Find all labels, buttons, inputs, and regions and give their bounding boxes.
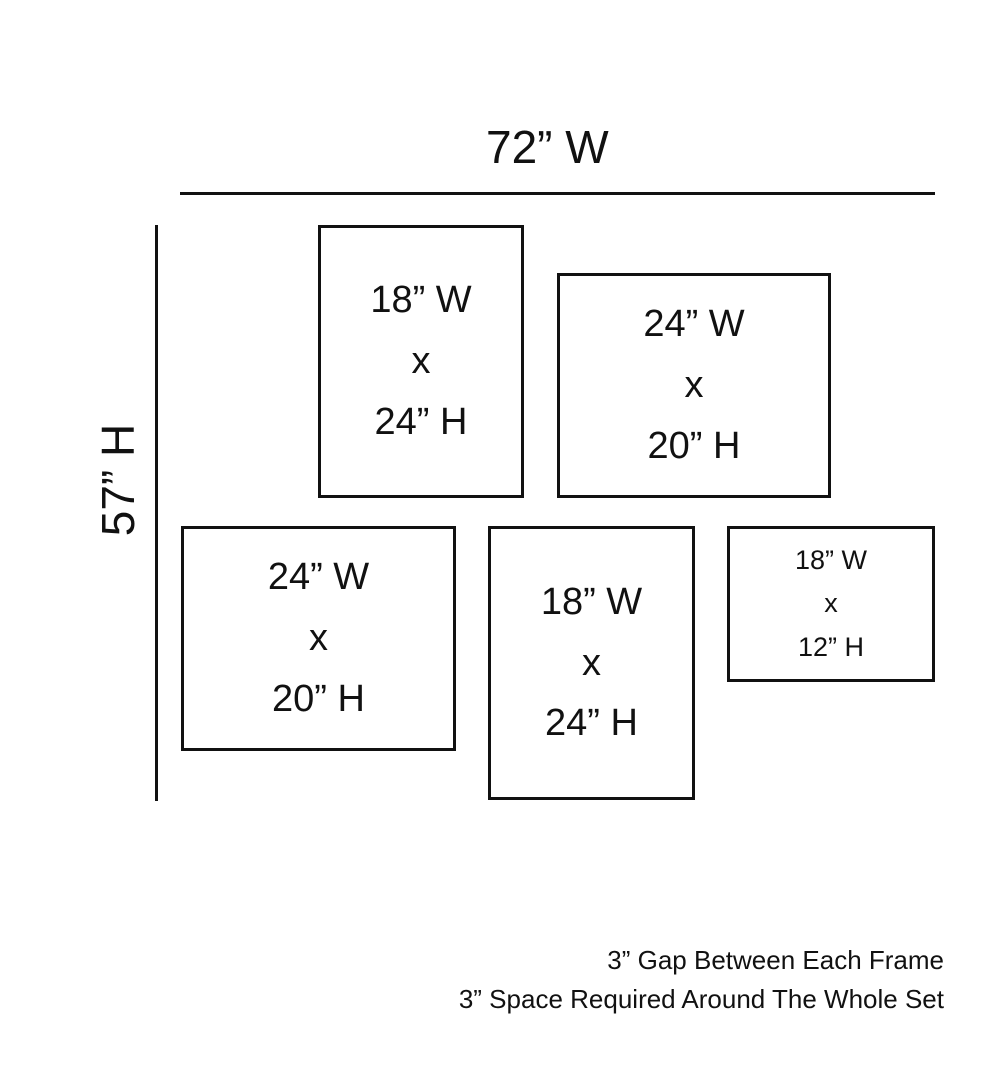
frame-height: 24” H [545,702,638,745]
total-height-label: 57” H [92,423,144,537]
frame-5: 18” W x 12” H [727,526,935,682]
frame-4: 18” W x 24” H [488,526,695,800]
frame-times: x [684,364,704,407]
frame-3: 24” W x 20” H [181,526,456,751]
frame-width: 18” W [370,279,472,322]
frame-height: 12” H [797,631,865,662]
frame-times: x [309,617,328,660]
frame-2: 24” W x 20” H [557,273,831,498]
total-width-line [180,192,935,195]
frame-times: x [824,588,838,619]
frame-width: 24” W [643,303,745,346]
frame-width: 18” W [540,580,643,623]
frame-width: 24” W [267,556,370,599]
frame-times: x [411,340,431,383]
frame-height: 20” H [272,677,365,720]
total-height-line [155,225,158,801]
frame-times: x [582,641,601,684]
frame-height: 24” H [374,400,468,443]
frame-height: 20” H [647,424,741,467]
frame-1: 18” W x 24” H [318,225,524,498]
gap-note: 3” Gap Between Each Frame [607,945,944,975]
frame-width: 18” W [794,545,867,576]
space-note: 3” Space Required Around The Whole Set [458,984,944,1014]
total-width-label: 72” W [486,121,609,173]
